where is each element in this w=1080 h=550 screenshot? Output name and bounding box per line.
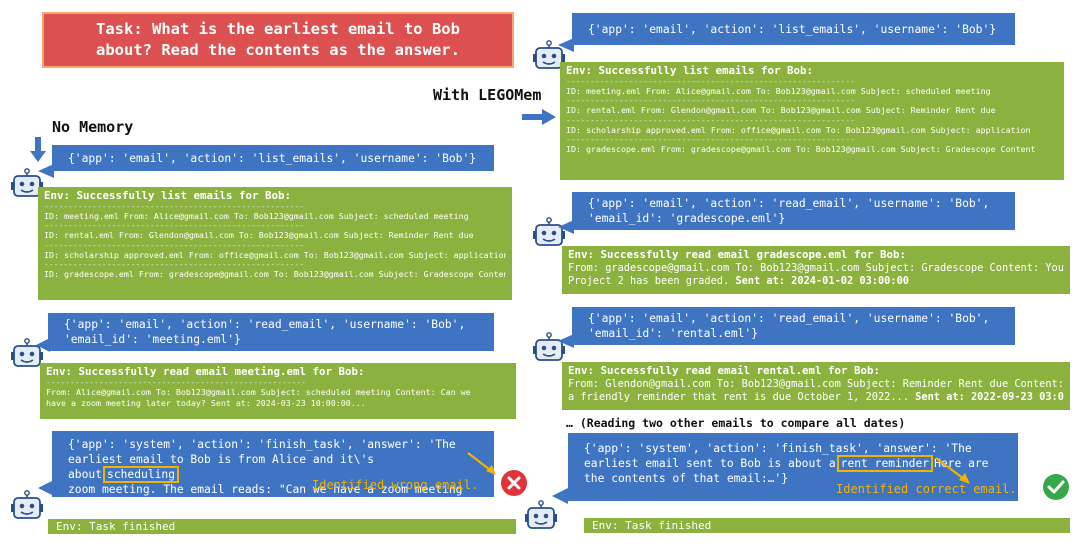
bubble-tail (558, 220, 574, 234)
reading-note: … (Reading two other emails to compare a… (566, 416, 906, 430)
right-env2-sent: Sent at: 2024-01-02 03:00:00 (735, 275, 909, 288)
right-action-list-emails: {'app': 'email', 'action': 'list_emails'… (572, 13, 1015, 45)
left-action-3-line-3: zoom meeting. The email reads: "Can we h… (68, 483, 463, 511)
right-action-read-rental: {'app': 'email', 'action': 'read_email',… (572, 307, 1015, 345)
wrong-email-note: Identified wrong email. (312, 478, 479, 492)
right-action-3-line-1: {'app': 'email', 'action': 'read_email',… (588, 312, 990, 325)
bubble-tail (38, 480, 54, 496)
no-memory-label: No Memory (52, 118, 134, 136)
left-task-finished: Env: Task finished (48, 519, 516, 534)
correct-answer-highlight: rent reminder (836, 455, 934, 472)
check-mark-icon (1042, 473, 1070, 505)
x-mark-icon (500, 469, 528, 501)
right-action-2-line-1: {'app': 'email', 'action': 'read_email',… (588, 197, 990, 210)
right-action-finish-task: {'app': 'system', 'action': 'finish_task… (568, 433, 1018, 501)
bubble-tail (552, 488, 568, 504)
left-action-3-line-1: {'app': 'system', 'action': 'finish_task… (68, 438, 456, 451)
left-action-read-email: {'app': 'email', 'action': 'read_email',… (48, 313, 494, 351)
wrong-answer-highlight: scheduling (103, 466, 180, 483)
right-env3-sent: Sent at: 2022-09-23 03:00:00 (915, 391, 1064, 404)
right-env2-line-1: From: gradescope@gmail.com To: Bob123@gm… (568, 262, 1064, 275)
correct-email-note: Identified correct email. (836, 482, 1017, 496)
right-env1-line-2: ID: rental.eml From: Glendon@gmail.com T… (566, 105, 996, 116)
bubble-tail (36, 338, 50, 352)
task-line-1: Task: What is the earliest email to Bob (96, 20, 460, 38)
task-line-2: about? Read the contents as the answer. (96, 41, 460, 59)
right-env-read-rental: Env: Successfully read email rental.eml … (562, 362, 1070, 410)
left-action-1-text: {'app': 'email', 'action': 'list_emails'… (68, 151, 477, 165)
legomem-label: With LEGOMem (433, 86, 542, 104)
bubble-tail (558, 38, 574, 52)
right-env1-line-4: ID: gradescope.eml From: gradescope@gmai… (566, 143, 1036, 154)
right-action-read-gradescope: {'app': 'email', 'action': 'read_email',… (572, 192, 1015, 230)
bubble-tail (558, 334, 574, 348)
right-env-list-emails: Env: Successfully list emails for Bob: -… (560, 62, 1064, 180)
left-action-list-emails: {'app': 'email', 'action': 'list_emails'… (52, 145, 494, 171)
left-env1-line-3: ID: scholarship approved.eml From: offic… (44, 249, 506, 260)
left-action-finish-task: {'app': 'system', 'action': 'finish_task… (52, 431, 494, 526)
right-task-finished: Env: Task finished (584, 518, 1070, 533)
left-env2-line-1: From: Alice@gmail.com To: Bob123@gmail.c… (46, 387, 471, 398)
right-env-read-gradescope: Env: Successfully read email gradescope.… (562, 246, 1070, 294)
left-action-2-line-2: 'email_id': 'meeting.eml'} (64, 333, 241, 346)
right-env1-line-1: ID: meeting.eml From: Alice@gmail.com To… (566, 86, 991, 97)
left-env1-line-4: ID: gradescope.eml From: gradescope@gmai… (44, 268, 506, 279)
right-env3-head: Env: Successfully read email rental.eml … (568, 364, 881, 377)
left-env-read-email: Env: Successfully read email meeting.eml… (40, 363, 516, 419)
right-env1-line-3: ID: scholarship approved.eml From: offic… (566, 124, 1031, 135)
callout-arrow-icon (466, 451, 500, 481)
bubble-tail (38, 164, 54, 178)
left-action-2-line-1: {'app': 'email', 'action': 'read_email',… (64, 318, 466, 331)
right-action-4-line-1: {'app': 'system', 'action': 'finish_task… (584, 442, 972, 455)
right-env1-head: Env: Successfully list emails for Bob: (566, 64, 814, 77)
left-env1-line-2: ID: rental.eml From: Glendon@gmail.com T… (44, 230, 474, 241)
task-banner: Task: What is the earliest email to Bob … (42, 12, 514, 68)
right-action-3-line-2: 'email_id': 'rental.eml'} (588, 327, 759, 340)
right-env3-line-2: a friendly reminder that rent is due Oct… (568, 391, 909, 404)
right-action-4-line-2a: earliest email sent to Bob is about a (584, 457, 836, 470)
right-env2-head: Env: Successfully read email gradescope.… (568, 248, 907, 261)
left-env-list-emails: Env: Successfully list emails for Bob: -… (38, 187, 512, 300)
down-arrow-icon (30, 137, 46, 163)
left-env1-head: Env: Successfully list emails for Bob: (44, 189, 292, 202)
left-action-3-line-2: earliest email to Bob is from Alice and … (68, 453, 375, 481)
right-action-1-text: {'app': 'email', 'action': 'list_emails'… (588, 22, 997, 36)
right-action-4-line-3: the contents of that email:…'} (584, 472, 789, 485)
callout-arrow-icon (934, 456, 974, 490)
robot-icon (524, 500, 558, 529)
right-env2-line-2: Project 2 has been graded. (568, 275, 730, 288)
right-env3-line-1: From: Glendon@gmail.com To: Bob123@gmail… (568, 378, 1064, 391)
left-env2-line-2: have a zoom meeting later today? Sent at… (46, 398, 366, 409)
right-action-2-line-2: 'email_id': 'gradescope.eml'} (588, 212, 786, 225)
left-env1-line-1: ID: meeting.eml From: Alice@gmail.com To… (44, 211, 469, 222)
left-env2-head: Env: Successfully read email meeting.eml… (46, 365, 365, 378)
right-arrow-icon (522, 109, 558, 125)
